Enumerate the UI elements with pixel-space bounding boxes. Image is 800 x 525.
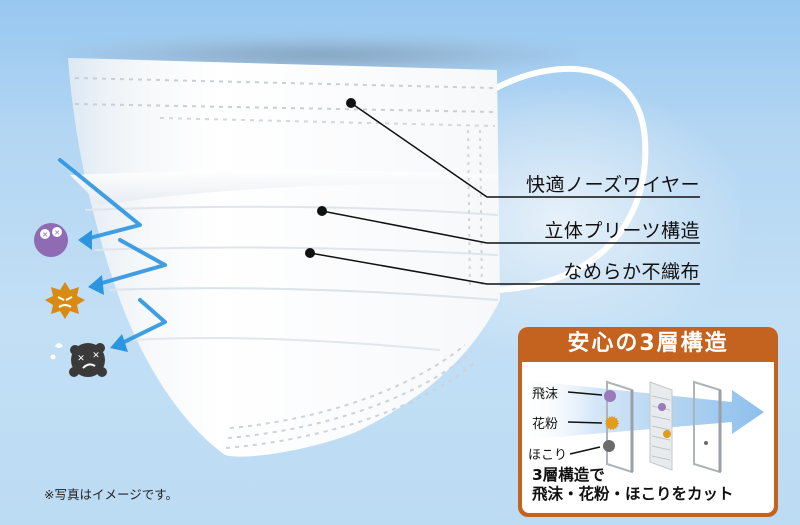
panel-title: 安心の3層構造 xyxy=(567,331,729,356)
fabric-leader-line xyxy=(309,252,700,285)
feature-label-fabric: なめらか不織布 xyxy=(563,261,700,283)
droplet-dot-icon xyxy=(604,390,616,402)
droplet-particle-icon: ✕ ✕ xyxy=(34,223,68,257)
panel-caption-line1: 3層構造で xyxy=(532,466,605,484)
image-disclaimer: ※写真はイメージです。 xyxy=(44,487,178,502)
filter-diagram xyxy=(522,380,764,474)
mask-body xyxy=(68,58,500,457)
three-layer-panel: 安心の3層構造 xyxy=(518,327,778,517)
nose-wire-leader-line xyxy=(350,102,700,198)
panel-body: 飛沫 花粉 ほこり 3層構造で 飛沫・花粉・ほこりをカット xyxy=(522,362,774,513)
particle-label-pollen: 花粉 xyxy=(532,417,559,432)
svg-text:✕: ✕ xyxy=(77,354,85,364)
panel-caption-line2: 飛沫・花粉・ほこりをカット xyxy=(532,485,734,503)
pollen-dot-icon xyxy=(605,416,619,430)
dust-dot-icon xyxy=(603,440,615,452)
ear-loop xyxy=(492,65,649,293)
particle-label-dust: ほこり xyxy=(528,448,568,463)
svg-text:✕: ✕ xyxy=(42,231,48,239)
flow-arrow-icon xyxy=(522,380,764,440)
blocked-arrows-group xyxy=(58,158,167,352)
svg-text:✕: ✕ xyxy=(54,229,60,237)
svg-text:✕: ✕ xyxy=(92,351,100,361)
particle-label-droplet: 飛沫 xyxy=(532,387,559,402)
pollen-particle-icon xyxy=(45,282,85,319)
pleat-leader-line xyxy=(321,210,700,244)
feature-label-pleats: 立体プリーツ構造 xyxy=(544,220,700,242)
panel-caption: 3層構造で 飛沫・花粉・ほこりをカット xyxy=(532,466,734,504)
feature-label-nose-wire: 快適ノーズワイヤー xyxy=(526,174,700,196)
dust-particle-icon: ✕ ✕ xyxy=(50,343,107,377)
